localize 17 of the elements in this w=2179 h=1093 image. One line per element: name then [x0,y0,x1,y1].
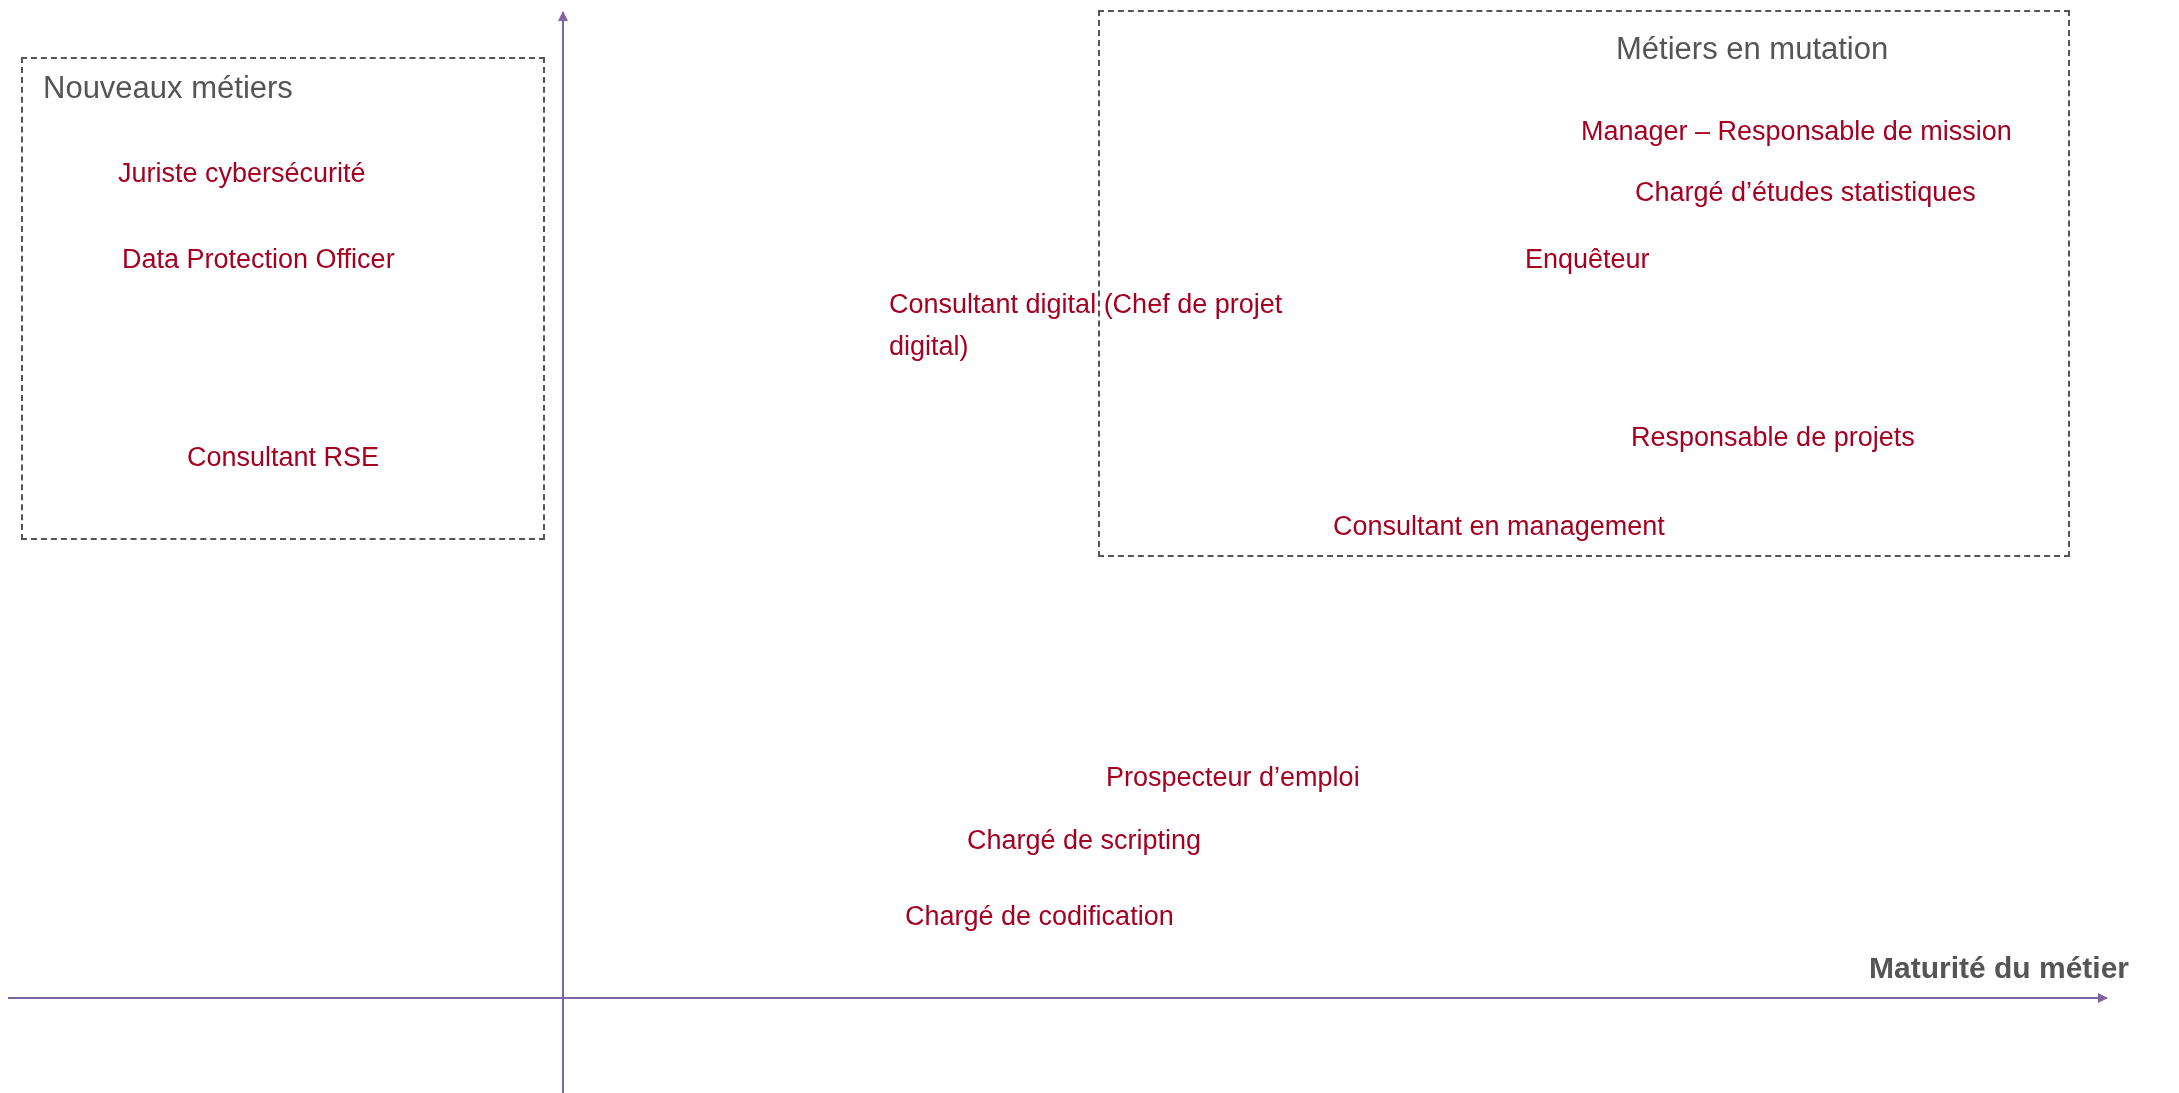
job-label: Prospecteur d’emploi [1106,761,1360,794]
axis-title: Maturité du métier [1869,950,2130,986]
job-label: Consultant RSE [187,441,380,474]
job-label: Chargé de scripting [967,824,1202,857]
job-label: Consultant digital (Chef de projet digital) [889,288,1284,363]
category-title: Métiers en mutation [1616,30,1889,68]
category-title: Nouveaux métiers [43,69,293,107]
job-label: Enquêteur [1525,243,1650,276]
job-label: Manager – Responsable de mission [1581,115,2012,148]
job-label: Responsable de projets [1631,421,1915,454]
job-label: Consultant en management [1333,510,1665,543]
category-box [21,57,545,540]
category-box [1098,10,2070,557]
job-label: Chargé d’études statistiques [1635,176,1976,209]
job-label: Chargé de codification [905,900,1174,933]
job-label: Data Protection Officer [122,243,395,276]
job-label: Juriste cybersécurité [118,157,366,190]
